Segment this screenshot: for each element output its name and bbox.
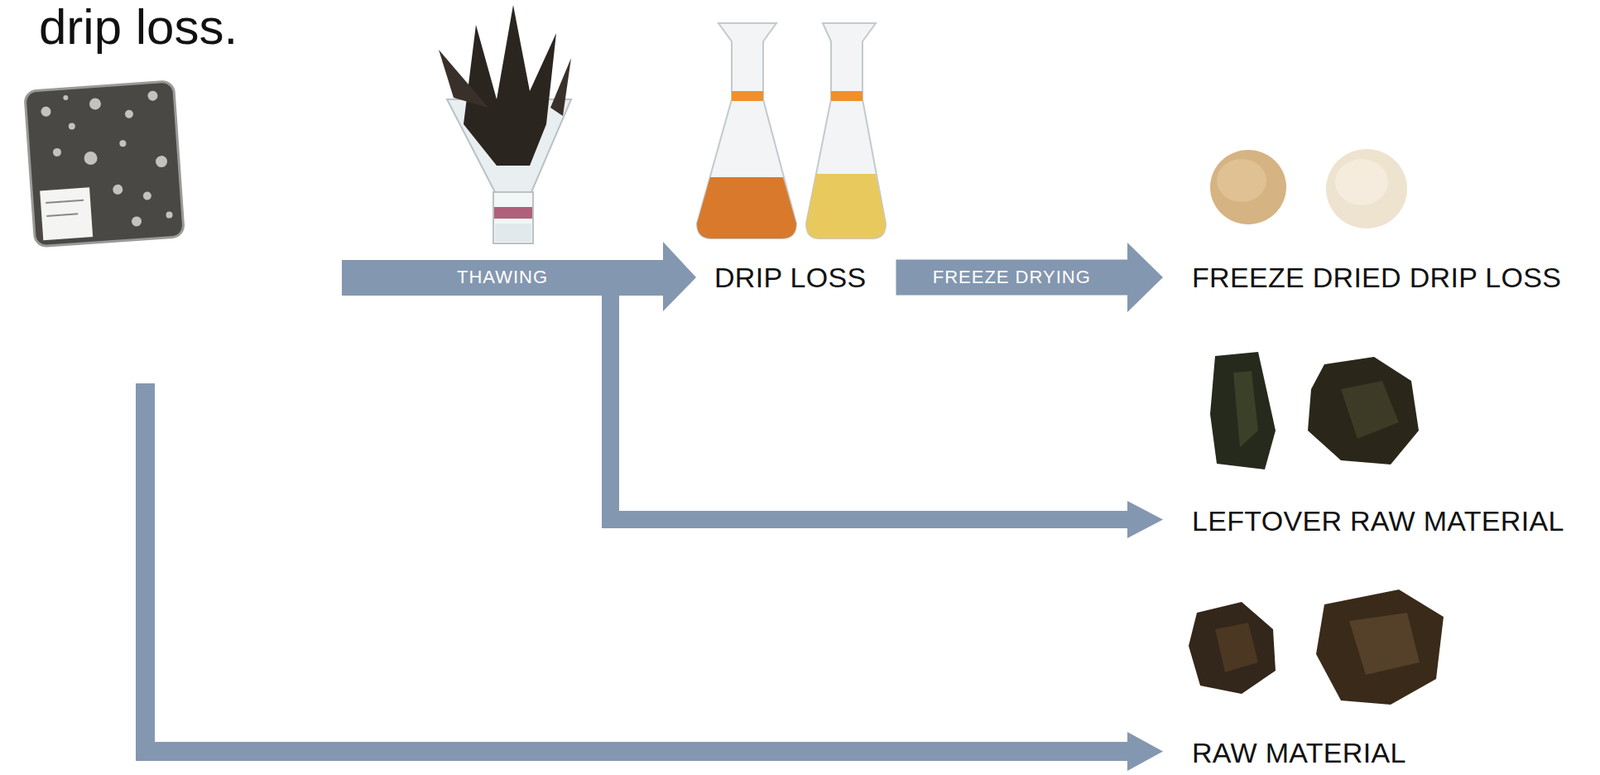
frozen-bag xyxy=(24,81,185,247)
stage-label: DRIP LOSS xyxy=(714,260,866,295)
stage-name: FREEZE DRIED DRIP LOSS xyxy=(1191,260,1562,295)
stage-name: DRIP LOSS xyxy=(714,260,866,295)
process-arrow xyxy=(895,242,1163,313)
stage-name: RAW MATERIAL xyxy=(1191,735,1407,770)
stage-name: LEFTOVER RAW MATERIAL xyxy=(1191,504,1565,539)
thawing-funnel xyxy=(438,4,572,244)
raw-seaweed xyxy=(1188,589,1444,705)
raw-material-arrow xyxy=(135,383,1163,771)
title-text: drip loss. xyxy=(38,0,238,55)
arrow-label: THAWING xyxy=(456,268,548,287)
leftover-seaweed xyxy=(1210,351,1419,470)
freeze-dried-powder xyxy=(1210,148,1408,229)
stage-label: LEFTOVER RAW MATERIAL xyxy=(1191,504,1565,539)
branch-arrow xyxy=(601,295,1163,539)
drip-loss-flasks xyxy=(696,23,886,239)
arrow-label: FREEZE DRYING xyxy=(932,268,1091,287)
stage-label: FREEZE DRIED DRIP LOSS xyxy=(1191,260,1562,295)
thawing-arrow xyxy=(341,241,697,312)
stage-label: RAW MATERIAL xyxy=(1191,735,1407,770)
